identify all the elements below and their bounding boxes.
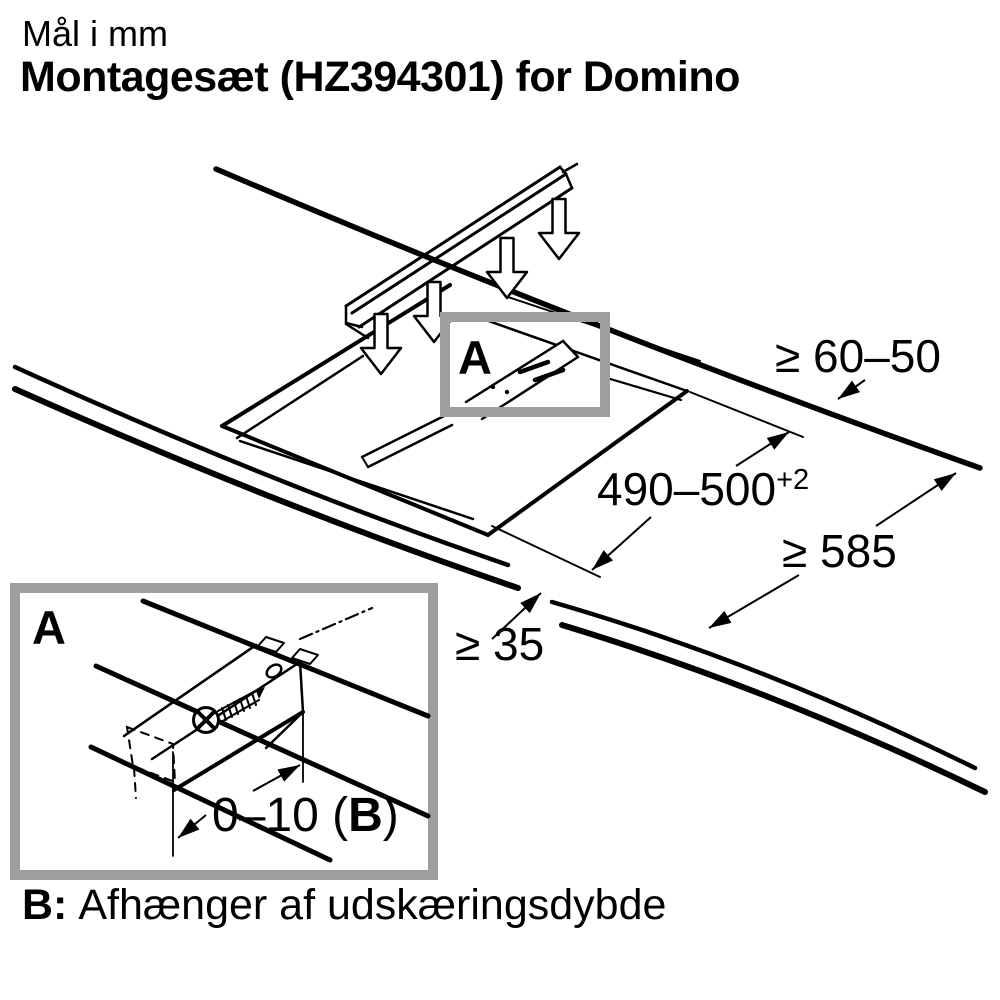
callout-frame [440,312,610,417]
screw-icon [192,663,283,734]
dimension-worktop-depth: ≥ 585 [782,525,897,577]
detail-view-label-a: A [32,601,66,654]
dimension-cutout-width: 490–500+2 [597,463,810,515]
screw-hole [265,663,283,679]
installed-rail [360,339,580,469]
worktop-edges [12,166,988,795]
dimension-back-clearance: ≥ 60–50 [775,330,941,382]
callout-label-a: A [458,331,492,384]
floating-rail [344,162,579,340]
down-arrow-icon [485,236,529,300]
cutout-outline [220,283,804,578]
down-arrow-icon [537,197,581,261]
dimension-leaders [491,379,957,640]
down-arrow-icon [359,312,403,376]
dimension-front-clearance: ≥ 35 [455,618,545,670]
footnote-ref-b: B: [22,881,68,929]
page-title: Montagesæt (HZ394301) for Domino [20,53,740,101]
tolerance-superscript: +2 [776,464,810,496]
overhang-ref-b: B [348,789,383,842]
rail-tabs [257,636,319,665]
detail-view [10,583,438,880]
dimension-rail-overhang: 0–10 (B) [212,789,399,842]
units-note: Mål i mm [22,13,168,54]
footnote: B:Afhænger af udskæringsdybde [22,881,667,929]
